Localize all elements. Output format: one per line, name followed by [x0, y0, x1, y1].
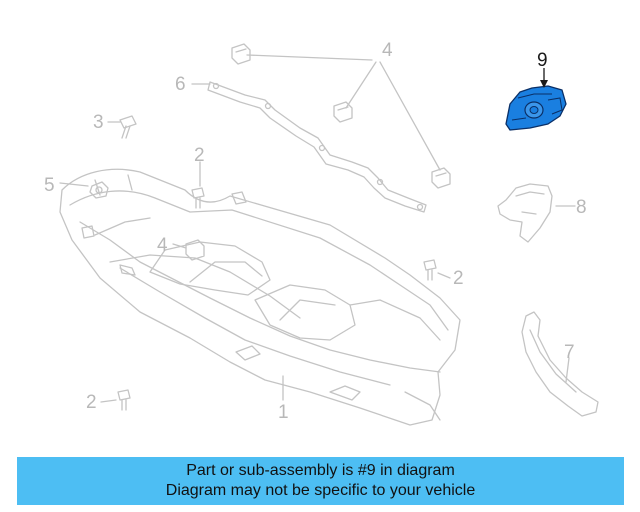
side-strip-part: [521, 311, 599, 417]
bolt-part: [117, 187, 437, 411]
callout-1[interactable]: 1: [278, 402, 289, 423]
banner-line-disclaimer: Diagram may not be specific to your vehi…: [165, 482, 476, 499]
highlighted-part-9: [505, 85, 567, 131]
clip-part: [185, 43, 451, 261]
reinforcement-bar-part: [207, 81, 427, 213]
callout-9[interactable]: 9: [537, 50, 548, 71]
info-banner: Part or sub-assembly is #9 in diagram Di…: [17, 457, 624, 505]
engine-shield-part: [59, 168, 461, 426]
grommet-part: [89, 181, 109, 199]
arrowhead-9: [540, 80, 548, 88]
callout-7[interactable]: 7: [564, 342, 575, 363]
leader-lines: [59, 54, 576, 403]
callout-5[interactable]: 5: [44, 175, 55, 196]
callout-4[interactable]: 4: [157, 235, 168, 256]
callout-2[interactable]: 2: [453, 268, 464, 289]
banner-line-part: Part or sub-assembly is #9 in diagram: [186, 462, 455, 479]
bolt-part: [119, 115, 137, 139]
callout-8[interactable]: 8: [576, 197, 587, 218]
callout-2[interactable]: 2: [194, 145, 205, 166]
callout-2[interactable]: 2: [86, 392, 97, 413]
callout-4[interactable]: 4: [382, 40, 393, 61]
callout-3[interactable]: 3: [93, 112, 104, 133]
callout-6[interactable]: 6: [175, 74, 186, 95]
bracket-part: [497, 183, 553, 243]
